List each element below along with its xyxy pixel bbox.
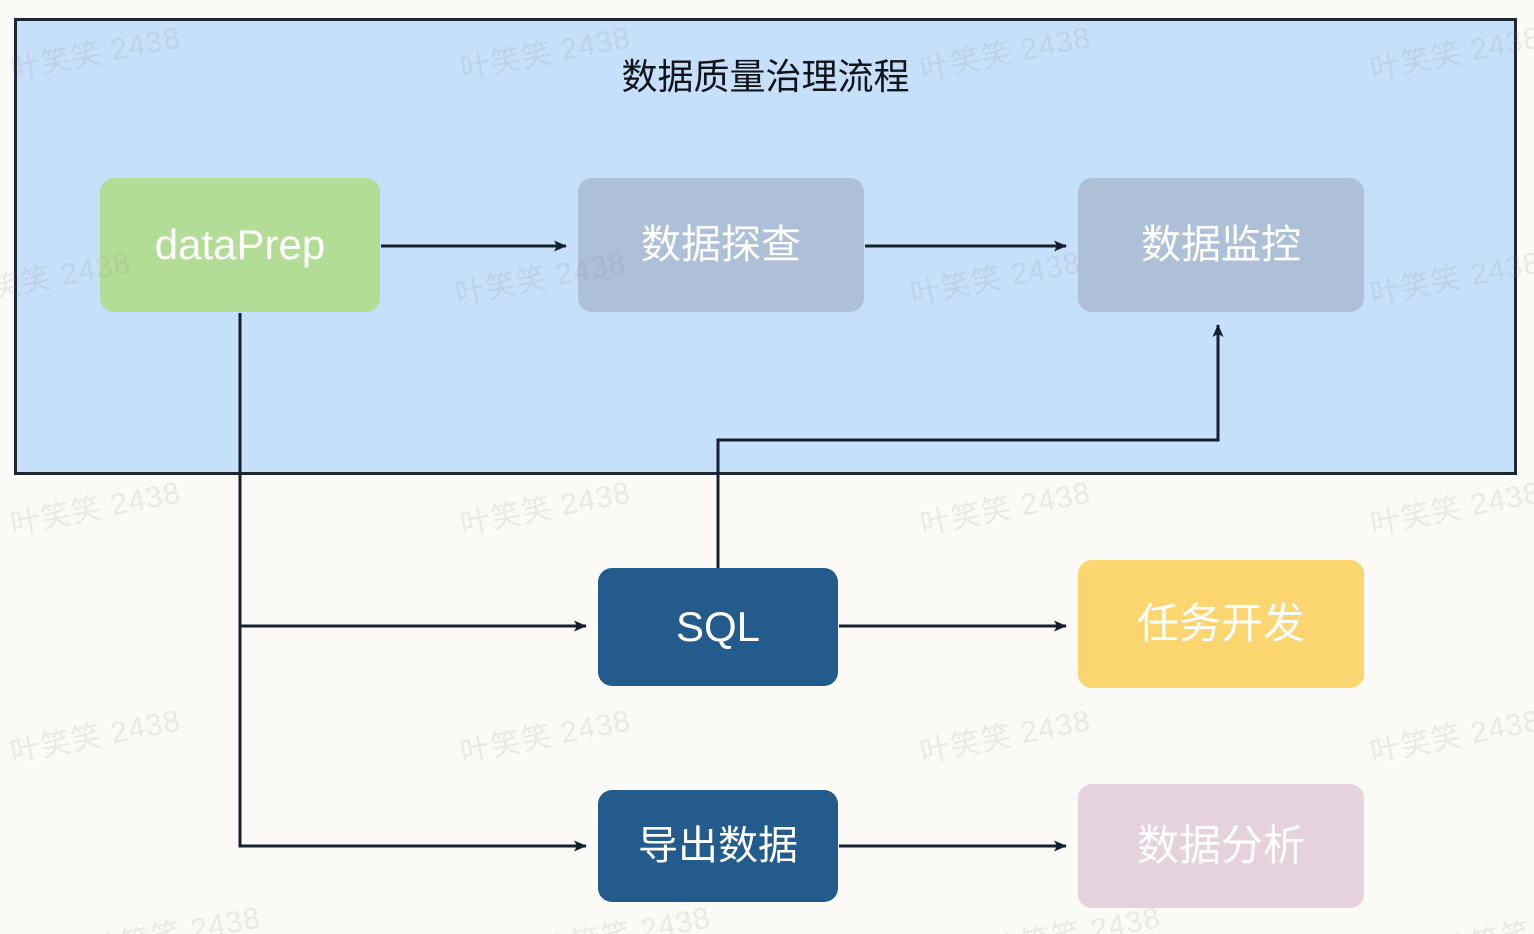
node-dataprep[interactable]: dataPrep bbox=[100, 178, 380, 312]
node-data-monitoring[interactable]: 数据监控 bbox=[1078, 178, 1364, 312]
node-sql-label: SQL bbox=[675, 602, 761, 650]
node-data-exploration[interactable]: 数据探查 bbox=[578, 178, 864, 312]
node-dataprep-label: dataPrep bbox=[154, 220, 326, 268]
node-export-data[interactable]: 导出数据 bbox=[598, 790, 838, 902]
diagram-title: 数据质量治理流程 bbox=[621, 56, 910, 97]
node-task-development-label: 任务开发 bbox=[1136, 599, 1305, 647]
edge-dataprep-to-sql bbox=[238, 313, 587, 632]
edge-dataprep-to-export bbox=[238, 626, 587, 852]
node-data-analysis[interactable]: 数据分析 bbox=[1078, 784, 1364, 908]
node-data-exploration-label: 数据探查 bbox=[641, 223, 801, 267]
node-data-analysis-label: 数据分析 bbox=[1136, 821, 1305, 869]
node-export-data-label: 导出数据 bbox=[638, 824, 798, 868]
node-sql[interactable]: SQL bbox=[598, 568, 838, 686]
node-task-development[interactable]: 任务开发 bbox=[1078, 560, 1364, 688]
node-data-monitoring-label: 数据监控 bbox=[1141, 223, 1301, 267]
edge-sql-to-monitor bbox=[716, 324, 1224, 568]
